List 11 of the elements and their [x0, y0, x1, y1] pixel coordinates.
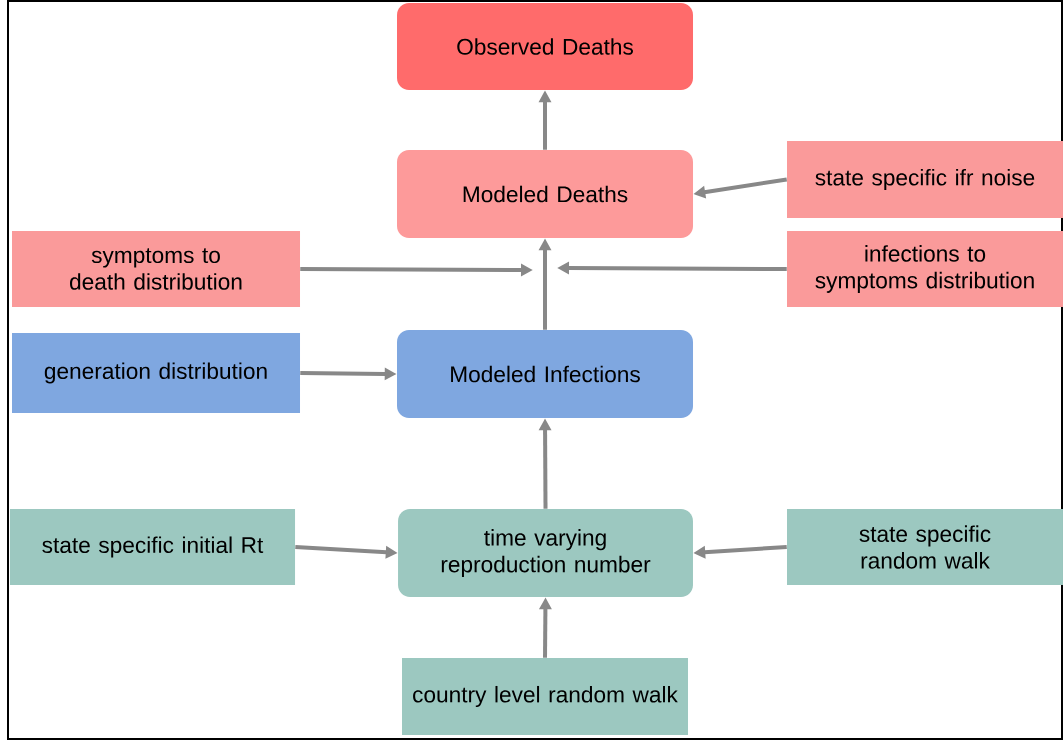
input-box: country level random walk	[402, 657, 688, 736]
input-box: state specific random walk	[787, 509, 1063, 585]
process-box: Modeled Deaths	[397, 150, 693, 238]
process-box: Modeled Infections	[397, 330, 693, 418]
process-box: time varying reproduction number	[398, 509, 693, 597]
input-box: infections to symptoms distribution	[787, 231, 1063, 307]
input-box: state specific ifr noise	[787, 140, 1063, 219]
process-box: Observed Deaths	[397, 3, 693, 90]
input-box: state specific initial Rt	[9, 509, 296, 585]
input-box: symptoms to death distribution	[12, 231, 300, 307]
input-box: generation distribution	[12, 333, 300, 413]
